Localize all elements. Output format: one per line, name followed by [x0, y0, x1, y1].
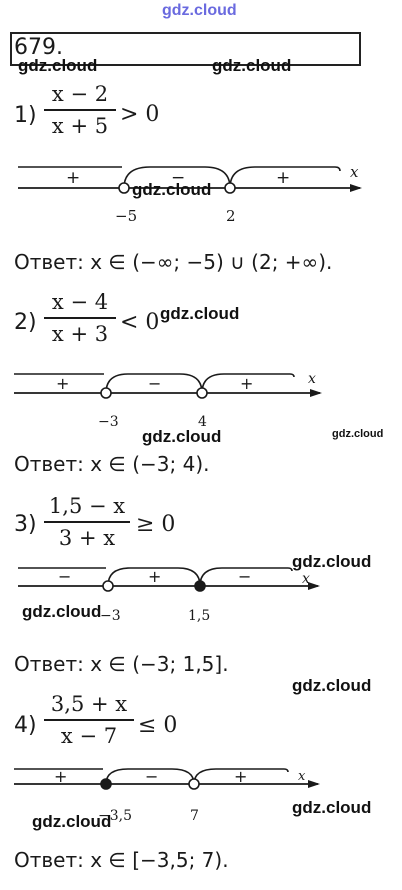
part-3-number-line: x − + − −3 1,5: [18, 567, 320, 624]
part-1-denominator: x + 5: [51, 114, 109, 138]
part-3-denominator: 3 + x: [58, 526, 116, 550]
point-label: 2: [226, 207, 236, 225]
answer-prefix: Ответ:: [14, 848, 84, 872]
sign-label: −: [58, 567, 71, 586]
axis-variable-label: x: [302, 571, 310, 587]
sign-label: −: [171, 168, 185, 188]
watermark: gdz.cloud: [160, 304, 240, 323]
axis-arrow: [350, 184, 362, 192]
part-2-fraction: x − 4 x + 3: [44, 288, 116, 348]
sign-arc: [201, 373, 295, 394]
watermark: gdz.cloud: [212, 56, 292, 75]
sign-label: +: [240, 374, 253, 393]
answer-prefix: Ответ:: [14, 652, 84, 676]
part-2-label: 2): [14, 310, 37, 335]
axis-variable-label: x: [350, 163, 359, 181]
sign-arc: [105, 373, 203, 394]
part-2-relation: < 0: [120, 310, 160, 335]
answer-text: x ∈ (−∞; −5) ∪ (2; +∞).: [90, 250, 333, 274]
open-point: [188, 778, 200, 790]
point-label: −3: [98, 414, 119, 430]
sign-arc: [123, 166, 231, 189]
part-1-label: 1): [14, 103, 37, 128]
part-2-denominator: x + 3: [51, 322, 109, 346]
part-1-fraction: x − 2 x + 5: [44, 80, 116, 140]
watermark: gdz.cloud: [142, 427, 222, 446]
part-4-answer: Ответ: x ∈ [−3,5; 7).: [14, 848, 229, 872]
open-point: [224, 182, 236, 194]
answer-prefix: Ответ:: [14, 452, 84, 476]
sign-arc: [107, 567, 201, 587]
watermark-top: gdz.cloud: [162, 2, 237, 19]
answer-text: x ∈ (−3; 1,5].: [90, 652, 229, 676]
part-4-numerator: 3,5 + x: [50, 692, 128, 716]
part-2-answer: Ответ: x ∈ (−3; 4).: [14, 452, 209, 476]
axis-arrow: [308, 582, 320, 590]
open-point: [196, 387, 208, 399]
part-3-answer: Ответ: x ∈ (−3; 1,5].: [14, 652, 229, 676]
part-1-relation: > 0: [120, 102, 160, 127]
filled-point: [100, 778, 112, 790]
sign-label: +: [56, 374, 69, 393]
part-3-label: 3): [14, 512, 37, 537]
sign-label: −: [238, 567, 251, 586]
answer-prefix: Ответ:: [14, 250, 84, 274]
watermark: gdz.cloud: [18, 56, 98, 75]
part-4-label: 4): [14, 713, 37, 738]
axis-arrow: [310, 389, 322, 397]
point-label: −5: [115, 207, 137, 225]
sign-label: −: [148, 374, 161, 393]
watermark: gdz.cloud: [332, 428, 384, 440]
part-4-denominator: x − 7: [60, 724, 118, 748]
point-label: 4: [198, 414, 207, 430]
sign-label: +: [276, 168, 290, 188]
axis-arrow: [308, 780, 320, 788]
point-label: −3,5: [98, 808, 132, 824]
answer-text: x ∈ [−3,5; 7).: [90, 848, 229, 872]
sign-label: +: [148, 567, 161, 586]
axis-variable-label: x: [308, 371, 316, 387]
open-point: [118, 182, 130, 194]
sign-label: +: [234, 767, 247, 786]
problem-number: 679.: [14, 35, 63, 60]
sign-arc: [199, 567, 293, 587]
watermark: gdz.cloud: [32, 812, 112, 831]
open-point: [100, 387, 112, 399]
sign-arc: [193, 768, 289, 785]
part-3-relation: ≥ 0: [136, 512, 176, 537]
sign-arc: [229, 166, 341, 189]
answer-text: x ∈ (−3; 4).: [90, 452, 210, 476]
part-4-relation: ≤ 0: [138, 713, 178, 738]
watermark: gdz.cloud: [132, 180, 212, 199]
part-4-number-line: x + − + −3,5 7: [14, 767, 320, 824]
part-3-fraction: 1,5 − x 3 + x: [44, 492, 130, 552]
axis-variable-label: x: [298, 769, 306, 784]
point-label: 7: [190, 808, 199, 824]
point-label: −3: [100, 608, 121, 624]
watermark: gdz.cloud: [292, 676, 372, 695]
sign-label: +: [54, 767, 67, 786]
part-1-answer: Ответ: x ∈ (−∞; −5) ∪ (2; +∞).: [14, 250, 332, 274]
watermark: gdz.cloud: [22, 602, 102, 621]
part-2-numerator: x − 4: [51, 290, 109, 314]
problem-number-box: [10, 32, 361, 66]
sign-label: +: [66, 168, 80, 188]
point-label: 1,5: [188, 608, 210, 624]
part-3-numerator: 1,5 − x: [48, 494, 126, 518]
part-2-number-line: x + − + −3 4: [14, 371, 322, 430]
sign-label: −: [145, 767, 158, 786]
sign-arc: [105, 768, 195, 785]
watermark: gdz.cloud: [292, 798, 372, 817]
open-point: [102, 580, 114, 592]
filled-point: [194, 580, 206, 592]
part-1-numerator: x − 2: [51, 82, 109, 106]
watermark: gdz.cloud: [292, 552, 372, 571]
part-4-fraction: 3,5 + x x − 7: [44, 690, 134, 750]
part-1-number-line: x + − + −5 2: [18, 163, 362, 225]
